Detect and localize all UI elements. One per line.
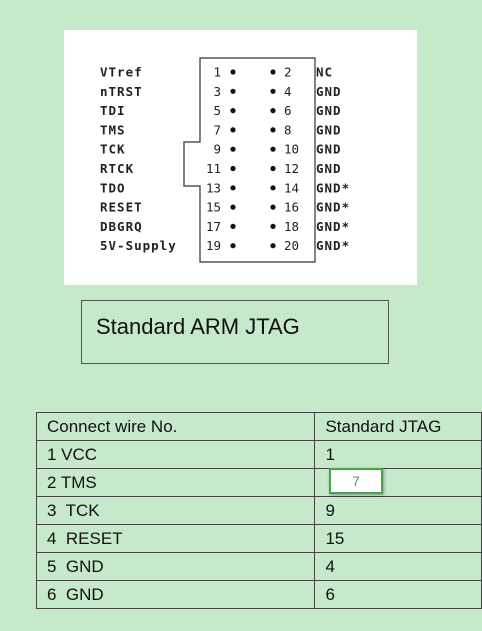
pin-number: 6 <box>284 103 292 118</box>
pin-signal-label: RTCK <box>100 161 134 176</box>
pin-dot <box>270 69 276 75</box>
pin-dot <box>230 108 236 114</box>
pin-dot <box>270 185 276 191</box>
table-row: 1 VCC 1 <box>35 440 482 469</box>
pin-number: 13 <box>206 180 221 195</box>
table-cell[interactable]: 6 GND <box>35 580 316 609</box>
table-cell[interactable]: 6 <box>314 580 482 609</box>
pin-signal-label: RESET <box>100 200 143 215</box>
table-header-row: Connect wire No. Standard JTAG <box>35 412 482 441</box>
pin-number: 1 <box>213 65 221 80</box>
pin-signal-label: NC <box>316 65 333 80</box>
table-row: 4 RESET 15 <box>35 524 482 553</box>
pin-number: 17 <box>206 219 221 234</box>
pin-number: 2 <box>284 65 292 80</box>
pin-signal-label: GND* <box>316 200 350 215</box>
pin-signal-label: GND* <box>316 180 350 195</box>
pin-number: 16 <box>284 200 299 215</box>
table-row: 3 TCK 9 <box>35 496 482 525</box>
selected-cell-editor[interactable]: 7 <box>329 468 383 494</box>
pin-dot <box>270 165 276 172</box>
pin-number: 10 <box>284 142 299 157</box>
pin-dot <box>270 243 276 249</box>
pin-number: 8 <box>284 122 292 137</box>
pin-dot <box>230 88 236 94</box>
pin-signal-label: GND <box>316 84 342 99</box>
pin-dot <box>230 69 236 75</box>
table-cell[interactable]: 4 <box>314 552 482 581</box>
pin-signal-label: TMS <box>100 122 126 137</box>
page-title: Standard ARM JTAG <box>96 314 300 339</box>
pin-dot <box>230 243 236 249</box>
pin-dot <box>230 127 236 133</box>
pin-dot <box>230 146 236 152</box>
table-cell[interactable]: 1 VCC <box>35 440 316 469</box>
header-standard-jtag: Standard JTAG <box>314 412 482 441</box>
pin-number: 19 <box>206 238 221 253</box>
pin-dot <box>270 108 276 114</box>
table-cell[interactable]: 5 GND <box>35 552 316 581</box>
pin-number: 9 <box>213 142 221 157</box>
pin-dot <box>230 204 236 210</box>
pin-signal-label: GND <box>316 161 342 176</box>
pin-dot <box>230 223 236 229</box>
pin-dot <box>230 165 236 172</box>
table-cell[interactable]: 2 TMS <box>35 468 316 497</box>
pin-number: 7 <box>213 122 221 137</box>
table-cell[interactable]: 9 <box>314 496 482 525</box>
table-cell[interactable]: 1 <box>314 440 482 469</box>
pin-signal-label: GND <box>316 122 342 137</box>
header-connect-wire: Connect wire No. <box>35 412 316 441</box>
table-row: 2 TMS <box>35 468 482 497</box>
pin-number: 14 <box>284 180 299 195</box>
pin-number: 20 <box>284 238 299 253</box>
table-row: 6 GND 6 <box>35 580 482 609</box>
pin-signal-label: 5V-Supply <box>100 238 177 253</box>
table-row: 5 GND 4 <box>35 552 482 581</box>
pin-dot <box>270 127 276 133</box>
pin-signal-label: GND <box>316 142 342 157</box>
pin-dot <box>270 223 276 229</box>
pin-dot <box>270 204 276 210</box>
pin-signal-label: VTref <box>100 65 143 80</box>
pin-signal-label: TCK <box>100 142 126 157</box>
pin-signal-label: GND* <box>316 219 350 234</box>
pin-dot <box>270 146 276 152</box>
pin-number: 4 <box>284 84 292 99</box>
wire-mapping-table: Connect wire No. Standard JTAG 1 VCC 1 2… <box>35 412 482 609</box>
pin-signal-label: TDO <box>100 180 126 195</box>
pin-number: 11 <box>206 161 221 176</box>
title-box: Standard ARM JTAG <box>81 300 389 364</box>
pin-number: 15 <box>206 200 221 215</box>
pin-signal-label: GND* <box>316 238 350 253</box>
pin-signal-label: nTRST <box>100 84 143 99</box>
pin-signal-label: GND <box>316 103 342 118</box>
pin-number: 3 <box>213 84 221 99</box>
table-cell[interactable]: 15 <box>314 524 482 553</box>
table-cell[interactable]: 3 TCK <box>35 496 316 525</box>
pin-number: 5 <box>213 103 221 118</box>
pin-dot <box>270 88 276 94</box>
connector-outline <box>183 57 316 263</box>
pin-number: 12 <box>284 161 299 176</box>
table-cell[interactable]: 4 RESET <box>35 524 316 553</box>
pin-dot <box>230 185 236 191</box>
pin-number: 18 <box>284 219 299 234</box>
pin-signal-label: DBGRQ <box>100 219 143 234</box>
pin-signal-label: TDI <box>100 103 126 118</box>
